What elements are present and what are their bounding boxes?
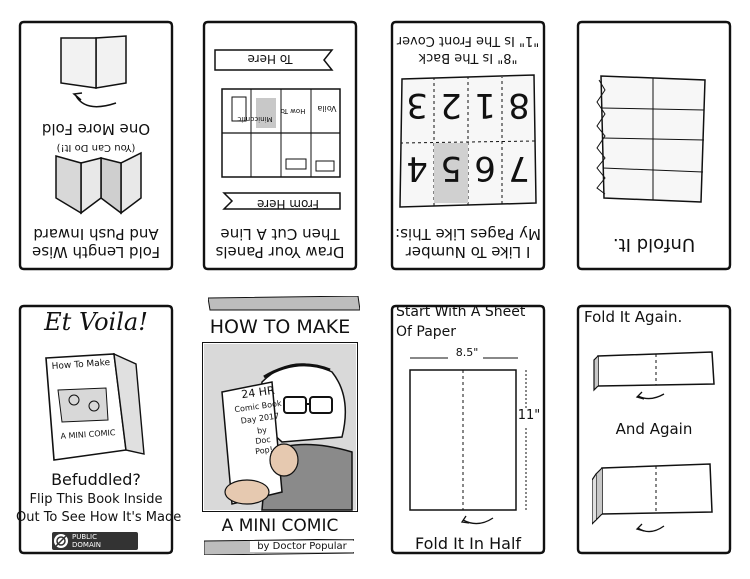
cover-subtitle: A MINI COMIC bbox=[221, 516, 339, 536]
number-line1: I Like To Number bbox=[405, 243, 531, 261]
number-line2: My Pages Like This: bbox=[395, 225, 541, 243]
fold-again-text: Fold It Again. bbox=[584, 308, 683, 326]
et-voila-title: Et Voila! bbox=[44, 308, 148, 336]
page-number-7: 7 bbox=[508, 148, 530, 188]
page-number-3: 3 bbox=[406, 85, 428, 125]
flipped-content: Fold Length Wise And Push Inward (You Ca… bbox=[16, 18, 176, 273]
inside-out-text: Out To See How It's Made bbox=[16, 510, 182, 525]
panel-fold-again: Fold It Again. And Again bbox=[574, 302, 734, 557]
panel-start-sheet: Start With A Sheet Of Paper 8.5" 11" Fol… bbox=[388, 302, 548, 557]
fold-in-half: Fold It In Half bbox=[414, 534, 522, 553]
panel-border bbox=[576, 20, 732, 271]
folded-twice-illustration bbox=[592, 463, 713, 533]
back-cover-note: "8" Is The Back bbox=[418, 50, 518, 65]
top-banner-bar bbox=[208, 296, 360, 311]
sheet-of-paper-illustration bbox=[409, 357, 527, 525]
panel-border bbox=[18, 304, 174, 555]
cut-line-sheet-illustration bbox=[221, 88, 341, 178]
page-number-6: 6 bbox=[474, 148, 496, 188]
panel-cover: HOW TO MAKE 24 HR Comic Book Day 2017 by… bbox=[200, 296, 360, 557]
panel-border bbox=[202, 20, 358, 271]
page-number-4: 4 bbox=[406, 148, 428, 188]
draw-panels-line2: Then Cut A Line bbox=[220, 225, 340, 243]
front-cover-note: "1" Is The Front Cover bbox=[396, 33, 540, 48]
height-label: 11" bbox=[517, 408, 541, 423]
and-again-text: And Again bbox=[615, 420, 693, 438]
fold-instruction-line2: And Push Inward bbox=[33, 225, 159, 243]
voila-label: Voila bbox=[317, 104, 337, 113]
cover-illustration bbox=[202, 342, 358, 512]
to-here-banner bbox=[214, 49, 334, 71]
page-number-5: 5 bbox=[440, 148, 462, 188]
accordion-fold-illustration bbox=[55, 151, 142, 215]
public-domain-icon bbox=[52, 532, 138, 550]
flip-book-text: Flip This Book Inside bbox=[29, 492, 163, 507]
page-number-2: 2 bbox=[440, 85, 462, 125]
start-line1: Start With A Sheet bbox=[396, 304, 526, 320]
start-line2: Of Paper bbox=[396, 324, 457, 340]
one-more-fold: One More Fold bbox=[41, 120, 151, 138]
fold-instruction-line1: Fold Length Wise bbox=[32, 243, 160, 261]
panel-draw-panels: Draw Your Panels Then Cut A Line From He… bbox=[200, 18, 360, 273]
you-can-do-it: (You Can Do It!) bbox=[56, 142, 136, 153]
to-here-label: To Here bbox=[247, 52, 293, 66]
panel-et-voila: Et Voila! How To Make A MINI COMIC Befud… bbox=[16, 302, 182, 557]
flipped-content: Draw Your Panels Then Cut A Line From He… bbox=[200, 18, 360, 273]
flipped-content: Unfold It. bbox=[574, 18, 734, 273]
panel-border bbox=[390, 20, 546, 271]
byline: by Doctor Popular bbox=[250, 541, 354, 552]
befuddled-text: Befuddled? bbox=[51, 470, 141, 489]
panel-one-more-fold: Fold Length Wise And Push Inward (You Ca… bbox=[16, 18, 176, 273]
flipped-content: I Like To Number My Pages Like This: 7 6… bbox=[388, 18, 548, 273]
panel-unfold: Unfold It. bbox=[574, 18, 734, 273]
folded-once-illustration bbox=[593, 351, 715, 400]
draw-panels-line1: Draw Your Panels bbox=[215, 243, 345, 261]
panel-border bbox=[390, 304, 546, 555]
page-number-1: 1 bbox=[474, 85, 496, 125]
from-here-label: From Here bbox=[257, 197, 320, 211]
panel-number-pages: I Like To Number My Pages Like This: 7 6… bbox=[388, 18, 548, 273]
public-domain-badge: PUBLIC DOMAIN bbox=[52, 532, 138, 550]
how-to-label: How To bbox=[280, 107, 306, 115]
from-here-banner bbox=[222, 192, 341, 210]
badge-line1: PUBLIC bbox=[72, 533, 97, 541]
final-fold-illustration bbox=[60, 35, 127, 108]
numbered-sheet-illustration bbox=[399, 74, 537, 208]
cover-title: HOW TO MAKE bbox=[209, 316, 351, 338]
unfold-text: Unfold It. bbox=[612, 234, 696, 255]
panel-border bbox=[576, 304, 732, 555]
minicomic-label: Minicomic bbox=[237, 115, 273, 123]
unfolded-sheet-illustration bbox=[596, 75, 706, 203]
panel-border bbox=[18, 20, 174, 271]
width-label: 8.5" bbox=[455, 346, 479, 359]
mini-comic-book-illustration bbox=[45, 352, 145, 461]
badge-line2: DOMAIN bbox=[72, 541, 102, 549]
page-number-8: 8 bbox=[508, 85, 530, 125]
